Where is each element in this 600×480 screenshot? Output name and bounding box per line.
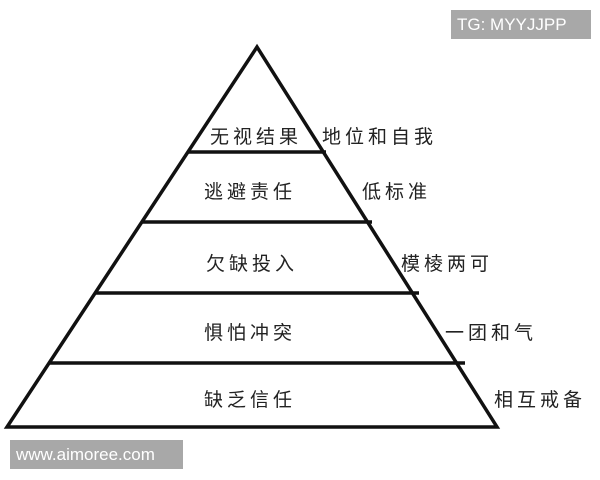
watermark-top: TG: MYYJJPP bbox=[451, 10, 591, 39]
level-3-symptom: 模棱两可 bbox=[401, 253, 494, 275]
pyramid-outline bbox=[3, 43, 501, 429]
watermark-bottom: www.aimoree.com bbox=[10, 440, 183, 469]
level-5-dysfunction: 缺乏信任 bbox=[204, 389, 297, 411]
level-1-symptom: 地位和自我 bbox=[322, 126, 438, 148]
level-2-dysfunction: 逃避责任 bbox=[204, 181, 297, 203]
level-5-symptom: 相互戒备 bbox=[494, 389, 587, 411]
level-4-symptom: 一团和气 bbox=[445, 322, 538, 344]
level-4-dysfunction: 惧怕冲突 bbox=[204, 322, 297, 344]
level-1-dysfunction: 无视结果 bbox=[210, 126, 303, 148]
level-2-symptom: 低标准 bbox=[362, 181, 432, 203]
level-3-dysfunction: 欠缺投入 bbox=[206, 253, 299, 275]
